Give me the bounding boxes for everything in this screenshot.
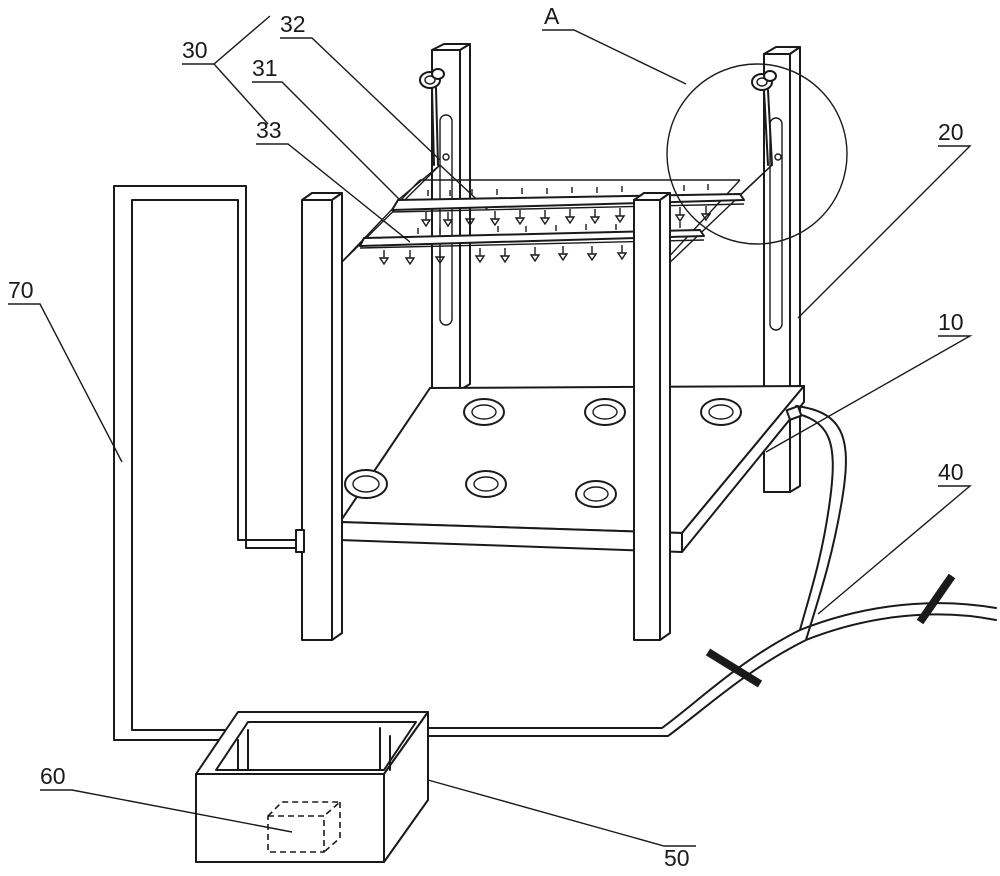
label-32: 32 [280,11,306,37]
tray-plate [339,385,805,553]
pump-hidden [267,801,343,853]
pulley-right [751,70,782,166]
label-31: 31 [252,55,278,81]
label-a: A [544,3,560,29]
label-10: 10 [938,309,964,335]
leader-lines [8,15,973,847]
nozzle-row-upper [420,184,712,228]
pulley-left [419,68,450,166]
valve-clip-upper [916,573,956,625]
label-40: 40 [938,459,964,485]
tray-holes [344,398,742,508]
water-tank [195,711,429,863]
valve-clip-lower [705,648,763,688]
label-70: 70 [8,277,34,303]
supply-pipe [379,405,997,771]
rear-post-right [763,46,801,493]
nozzle-row-lower [378,222,681,266]
label-33: 33 [256,117,282,143]
label-30: 30 [182,37,208,63]
detail-circle-a [666,63,848,245]
label-60: 60 [40,763,66,789]
return-pipe [113,185,305,771]
label-50: 50 [664,845,690,871]
rear-post-left [431,43,471,391]
front-post-left [301,192,343,641]
front-post-right [633,192,671,641]
label-20: 20 [938,119,964,145]
spray-frame [335,164,773,269]
